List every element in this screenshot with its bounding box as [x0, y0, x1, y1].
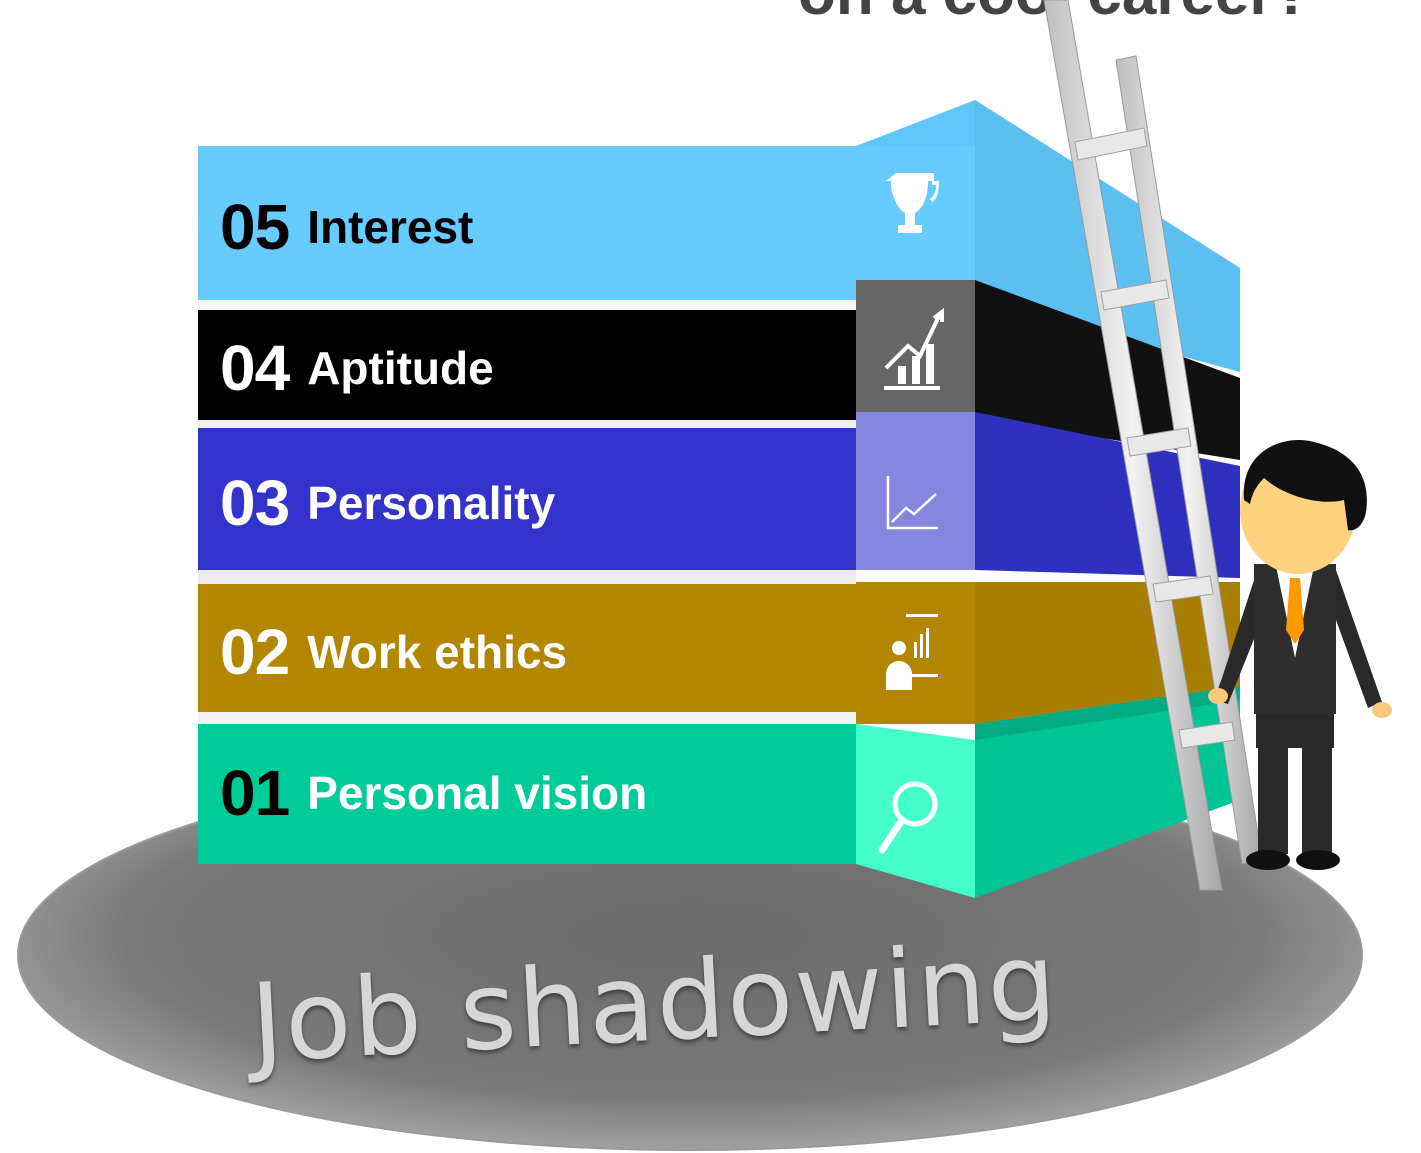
layer-03-label-row: 03 Personality [220, 466, 555, 540]
layer-01-text: Personal vision [307, 767, 648, 819]
layer-05-label-row: 05 Interest [220, 190, 473, 264]
magnifier-icon [878, 781, 938, 854]
layer-02-text: Work ethics [307, 626, 568, 678]
layer-02-front [198, 584, 856, 712]
layer-04-front [198, 310, 856, 420]
layer-02-number: 02 [220, 616, 290, 688]
growth-chart-icon [884, 308, 944, 390]
layer-03-text: Personality [307, 477, 556, 529]
layer-04-icon-panel [856, 280, 975, 418]
layer-05-text: Interest [307, 201, 474, 253]
trophy-icon [886, 173, 939, 233]
layer-03-side-face [975, 412, 1240, 578]
layer-01-label-row: 01 Personal vision [220, 756, 647, 830]
layer-05-icon-panel [856, 146, 975, 300]
layer-03-icon-panel [856, 412, 975, 570]
layer-04-text: Aptitude [307, 342, 494, 394]
layer-01-icon-panel [856, 724, 975, 898]
businessman [1208, 440, 1392, 870]
layer-05-number: 05 [220, 191, 290, 263]
layer-02-label-row: 02 Work ethics [220, 615, 567, 689]
presenter-icon [886, 614, 938, 690]
layer-01-number: 01 [220, 757, 290, 829]
layer-04-label-row: 04 Aptitude [220, 331, 494, 405]
layer-03-number: 03 [220, 467, 290, 539]
layer-05-front [198, 146, 856, 300]
ladder [1043, 0, 1263, 891]
layer-01-front [198, 724, 856, 864]
layer-04-number: 04 [220, 332, 290, 404]
layer-03-front [198, 428, 856, 570]
line-chart-icon [886, 476, 938, 530]
